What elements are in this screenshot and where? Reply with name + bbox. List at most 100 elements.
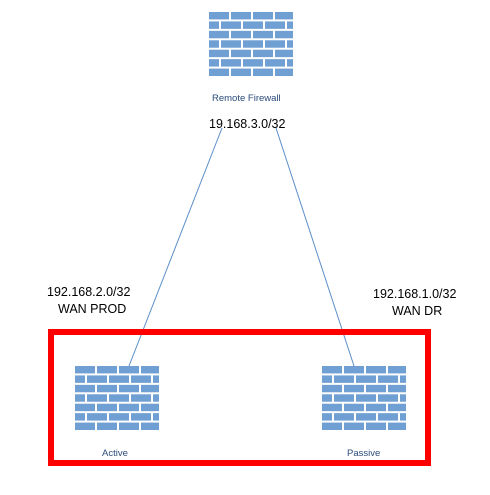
firewall-brick xyxy=(97,384,117,393)
firewall-brick xyxy=(287,40,293,48)
firewall-brick xyxy=(388,403,406,412)
firewall-brick xyxy=(153,375,159,383)
firewall-brick xyxy=(243,40,263,48)
firewall-brick xyxy=(287,59,293,67)
firewall-brick xyxy=(119,422,139,430)
firewall-brick xyxy=(75,422,95,430)
firewall-brick xyxy=(366,366,386,374)
wan-prod-network: 192.168.2.0/32 xyxy=(47,285,131,299)
firewall-brick xyxy=(322,384,342,393)
firewall-brick xyxy=(141,403,159,412)
firewall-brick xyxy=(366,384,386,393)
firewall-brick xyxy=(131,413,151,421)
firewall-brick xyxy=(209,12,229,20)
firewall-brick xyxy=(209,40,219,48)
firewall-brick xyxy=(243,21,263,29)
firewall-brick xyxy=(141,366,159,374)
firewall-brick xyxy=(209,59,219,67)
firewall-brick xyxy=(344,422,364,430)
firewall-brick xyxy=(322,422,342,430)
firewall-brick xyxy=(87,413,107,421)
wan-dr-name: WAN DR xyxy=(392,304,443,318)
firewall-brick xyxy=(378,375,398,383)
firewall-brick xyxy=(275,30,293,39)
firewall-brick xyxy=(97,366,117,374)
firewall-brick xyxy=(253,68,273,76)
firewall-brick xyxy=(209,68,229,76)
firewall-brick xyxy=(322,413,332,421)
firewall-brick xyxy=(322,366,342,374)
firewall-brick xyxy=(344,384,364,393)
firewall-brick xyxy=(322,394,332,402)
link-wan-dr xyxy=(275,127,355,367)
firewall-brick xyxy=(344,403,364,412)
firewall-brick xyxy=(97,422,117,430)
firewall-brick xyxy=(334,413,354,421)
firewall-brick xyxy=(209,21,219,29)
firewall-brick xyxy=(265,21,285,29)
firewall-brick xyxy=(253,30,273,39)
firewall-brick xyxy=(75,394,85,402)
firewall-brick xyxy=(141,384,159,393)
firewall-brick xyxy=(221,59,241,67)
firewall-brick xyxy=(265,59,285,67)
firewall-brick xyxy=(356,394,376,402)
firewall-brick xyxy=(400,394,406,402)
firewall-brick xyxy=(366,403,386,412)
firewall-brick xyxy=(153,394,159,402)
remote-network-label: 19.168.3.0/32 xyxy=(209,117,286,131)
firewall-brick xyxy=(322,375,332,383)
firewall-brick xyxy=(275,49,293,58)
remote-firewall-label: Remote Firewall xyxy=(212,93,281,104)
firewall-brick xyxy=(131,375,151,383)
active-firewall-label: Active xyxy=(102,448,128,459)
passive-firewall-label: Passive xyxy=(347,448,381,459)
firewall-brick xyxy=(275,12,293,20)
firewall-brick xyxy=(400,413,406,421)
firewall-brick xyxy=(400,375,406,383)
firewall-brick xyxy=(253,49,273,58)
firewall-brick xyxy=(334,394,354,402)
firewall-brick xyxy=(153,413,159,421)
firewall-brick xyxy=(388,384,406,393)
firewall-brick xyxy=(75,366,95,374)
firewall-brick xyxy=(356,375,376,383)
firewall-brick xyxy=(109,413,129,421)
firewall-brick xyxy=(75,375,85,383)
firewall-brick xyxy=(109,394,129,402)
wan-dr-network: 192.168.1.0/32 xyxy=(373,287,457,301)
firewall-brick xyxy=(322,403,342,412)
firewall-icon xyxy=(209,12,293,76)
firewall-brick xyxy=(265,40,285,48)
firewall-brick xyxy=(253,12,273,20)
firewall-brick xyxy=(231,12,251,20)
wan-prod-name: WAN PROD xyxy=(58,302,127,316)
firewall-brick xyxy=(243,59,263,67)
firewall-brick xyxy=(231,30,251,39)
firewall-brick xyxy=(75,413,85,421)
firewall-brick xyxy=(378,413,398,421)
firewall-brick xyxy=(287,21,293,29)
firewall-brick xyxy=(97,403,117,412)
firewall-icon xyxy=(322,366,406,430)
firewall-brick xyxy=(388,366,406,374)
firewall-brick xyxy=(221,21,241,29)
firewall-icon xyxy=(75,366,159,430)
firewall-brick xyxy=(119,366,139,374)
firewall-brick xyxy=(275,68,293,76)
firewall-brick xyxy=(75,403,95,412)
firewall-brick xyxy=(378,394,398,402)
firewall-brick xyxy=(231,68,251,76)
firewall-brick xyxy=(209,30,229,39)
firewall-brick xyxy=(366,422,386,430)
firewall-brick xyxy=(209,49,229,58)
firewall-brick xyxy=(131,394,151,402)
firewall-brick xyxy=(119,384,139,393)
link-wan-prod xyxy=(128,127,223,367)
firewall-brick xyxy=(87,375,107,383)
firewall-brick xyxy=(119,403,139,412)
firewall-brick xyxy=(141,422,159,430)
dc-highlight-box xyxy=(48,329,431,466)
